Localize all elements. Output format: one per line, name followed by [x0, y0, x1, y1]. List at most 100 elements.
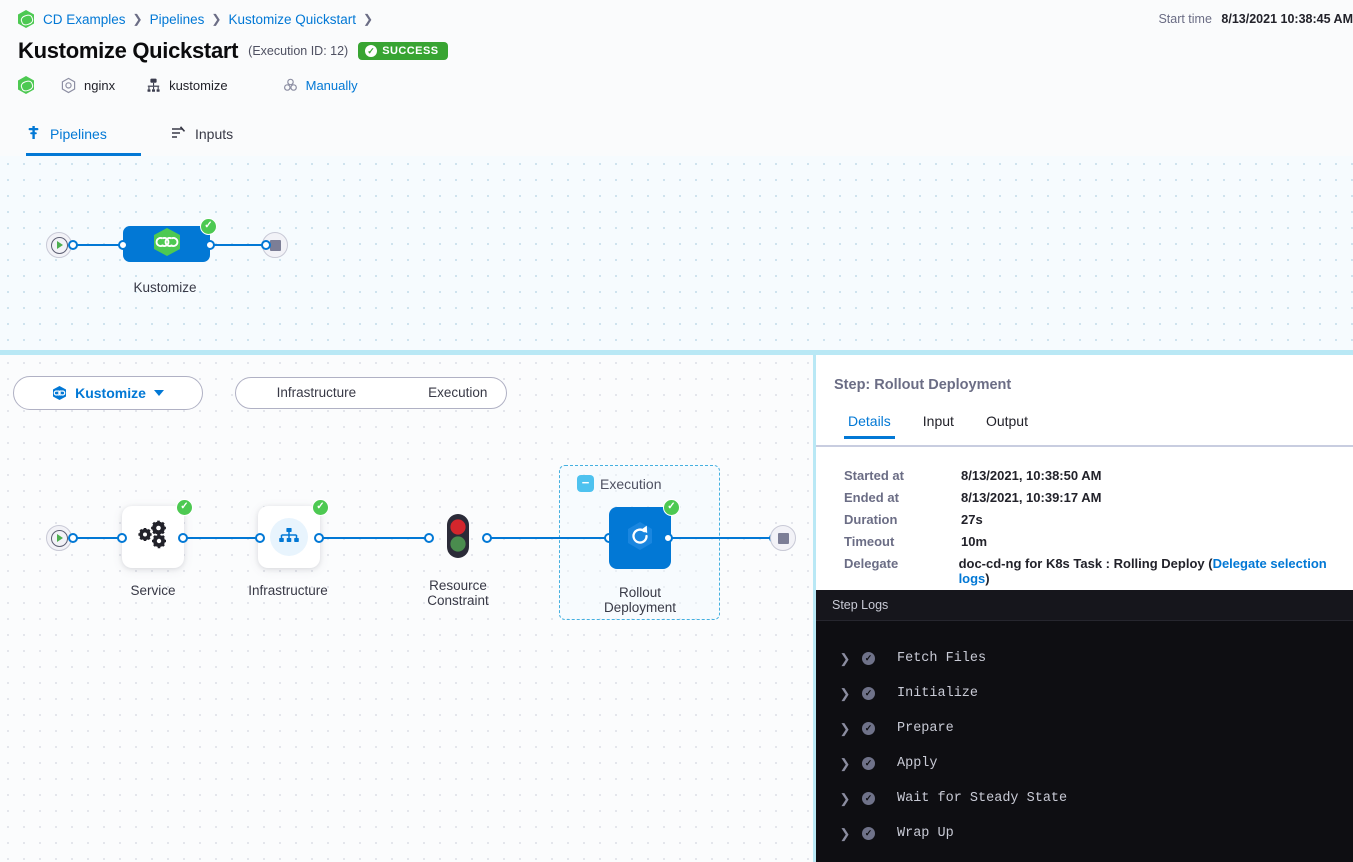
- start-time: Start time 8/13/2021 10:38:45 AM: [1158, 12, 1353, 26]
- detail-row-duration: Duration 27s: [844, 512, 1353, 527]
- stage-node-label: Kustomize: [133, 280, 197, 295]
- graph-port: [205, 240, 215, 250]
- tab-output[interactable]: Output: [985, 413, 1028, 429]
- page-title: Kustomize Quickstart: [18, 38, 239, 63]
- service-gears-icon: [136, 520, 170, 555]
- stop-icon: [777, 532, 789, 544]
- meta-item-harness: [18, 76, 34, 94]
- detail-key: Started at: [844, 468, 904, 483]
- chevron-right-icon[interactable]: ❯: [839, 825, 851, 841]
- log-row-label: Initialize: [897, 686, 979, 701]
- stage-node-kustomize[interactable]: [123, 226, 210, 262]
- graph-port: [424, 533, 434, 543]
- minus-icon[interactable]: −: [577, 475, 594, 492]
- graph-edge: [182, 537, 264, 539]
- detail-key: Duration: [844, 512, 898, 527]
- log-row-fetch-files[interactable]: ❯ ✓ Fetch Files: [816, 641, 1353, 676]
- kustomize-icon: [145, 77, 162, 94]
- step-logs-title: Step Logs: [832, 598, 889, 612]
- trigger-icon: [282, 77, 299, 94]
- delegate-selection-logs-link[interactable]: Delegate selection logs: [958, 556, 1327, 586]
- panel-tab-bar: Details Input Output: [832, 413, 1044, 439]
- tab-pipelines-label: Pipelines: [50, 126, 107, 142]
- detail-key: Delegate: [844, 556, 899, 571]
- toggle-execution[interactable]: Execution: [428, 385, 488, 400]
- start-time-label: Start time: [1158, 12, 1212, 26]
- kustomize-stage-icon: [152, 226, 182, 263]
- step-logs-header: Step Logs: [816, 590, 1353, 621]
- step-details-list: Started at 8/13/2021, 10:38:50 AM Ended …: [844, 468, 1353, 593]
- chevron-right-icon[interactable]: ❯: [839, 790, 851, 806]
- meta-item-trigger-label: Manually: [305, 77, 358, 93]
- graph-edge: [319, 537, 429, 539]
- meta-item-trigger[interactable]: Manually: [282, 77, 358, 94]
- log-row-initialize[interactable]: ❯ ✓ Initialize: [816, 676, 1353, 711]
- log-row-prepare[interactable]: ❯ ✓ Prepare: [816, 711, 1353, 746]
- stage-selector[interactable]: Kustomize: [13, 376, 203, 410]
- breadcrumb: CD Examples ❯ Pipelines ❯ Kustomize Quic…: [18, 10, 374, 28]
- graph-node-rollout-deployment[interactable]: [609, 507, 671, 569]
- check-icon: ✓: [365, 45, 378, 57]
- chevron-right-icon[interactable]: ❯: [839, 685, 851, 701]
- breadcrumb-item-kustomize-quickstart[interactable]: Kustomize Quickstart: [228, 11, 356, 27]
- log-row-wait-for-steady-state[interactable]: ❯ ✓ Wait for Steady State: [816, 781, 1353, 816]
- execution-id: (Execution ID: 12): [248, 44, 349, 58]
- graph-node-service-label: Service: [130, 583, 176, 598]
- chevron-right-icon[interactable]: ❯: [839, 650, 851, 666]
- status-success-icon: ✓: [862, 827, 875, 840]
- log-row-label: Wait for Steady State: [897, 791, 1068, 806]
- meta-item-kustomize-label: kustomize: [169, 77, 228, 93]
- detail-row-delegate: Delegate doc-cd-ng for K8s Task : Rollin…: [844, 556, 1353, 586]
- pipeline-graph-canvas[interactable]: ✓ Kustomize: [0, 156, 1353, 350]
- breadcrumb-item-cd-examples[interactable]: CD Examples: [43, 11, 126, 27]
- execution-group-title: Execution: [600, 476, 662, 492]
- graph-node-service[interactable]: [122, 506, 184, 568]
- view-toggle[interactable]: Infrastructure Execution: [235, 377, 507, 409]
- graph-node-resource-constraint[interactable]: [443, 512, 473, 560]
- log-row-label: Wrap Up: [897, 826, 954, 841]
- detail-key: Ended at: [844, 490, 899, 505]
- log-row-apply[interactable]: ❯ ✓ Apply: [816, 746, 1353, 781]
- stage-end-node[interactable]: [770, 525, 796, 551]
- execution-meta-row: nginx kustomize: [18, 76, 388, 94]
- status-badge: ✓ SUCCESS: [358, 42, 448, 60]
- status-success-icon: ✓: [862, 792, 875, 805]
- stage-start-node[interactable]: [46, 525, 72, 551]
- graph-node-infrastructure[interactable]: [258, 506, 320, 568]
- log-row-wrap-up[interactable]: ❯ ✓ Wrap Up: [816, 816, 1353, 851]
- stage-graph-canvas[interactable]: Kustomize Infrastructure Execution − Exe…: [0, 355, 815, 862]
- pipeline-start-node[interactable]: [46, 232, 72, 258]
- tab-bar: Pipelines Inputs: [0, 112, 1353, 156]
- tab-pipelines[interactable]: Pipelines: [26, 112, 141, 156]
- status-success-icon: ✓: [862, 652, 875, 665]
- pipeline-end-node[interactable]: [262, 232, 288, 258]
- status-success-icon: ✓: [200, 218, 217, 235]
- status-success-icon: ✓: [176, 499, 193, 516]
- graph-port: [178, 533, 188, 543]
- tab-input[interactable]: Input: [922, 413, 954, 429]
- chevron-right-icon: ❯: [132, 12, 143, 26]
- detail-value: 8/13/2021, 10:39:17 AM: [961, 490, 1102, 505]
- chevron-right-icon[interactable]: ❯: [839, 755, 851, 771]
- detail-key: Timeout: [844, 534, 895, 549]
- section-divider: [0, 350, 1353, 355]
- detail-value: doc-cd-ng for K8s Task : Rolling Deploy …: [959, 556, 1353, 586]
- chevron-right-icon[interactable]: ❯: [839, 720, 851, 736]
- panel-title: Step: Rollout Deployment: [834, 377, 1012, 393]
- graph-port: [261, 240, 271, 250]
- step-logs-console[interactable]: Step Logs ❯ ✓ Fetch Files ❯ ✓ Initialize…: [816, 590, 1353, 862]
- panel-tab-rule: [816, 445, 1353, 447]
- tab-details[interactable]: Details: [832, 413, 907, 439]
- traffic-light-icon: [443, 514, 473, 564]
- breadcrumb-item-pipelines[interactable]: Pipelines: [149, 11, 205, 27]
- graph-port: [663, 533, 673, 543]
- chevron-right-icon: ❯: [363, 12, 374, 26]
- status-badge-label: SUCCESS: [382, 45, 439, 57]
- toggle-infrastructure[interactable]: Infrastructure: [276, 385, 357, 400]
- stop-icon: [269, 239, 281, 251]
- stage-selector-label: Kustomize: [75, 385, 146, 401]
- tab-inputs[interactable]: Inputs: [170, 112, 260, 156]
- title-row: Kustomize Quickstart (Execution ID: 12) …: [18, 38, 448, 64]
